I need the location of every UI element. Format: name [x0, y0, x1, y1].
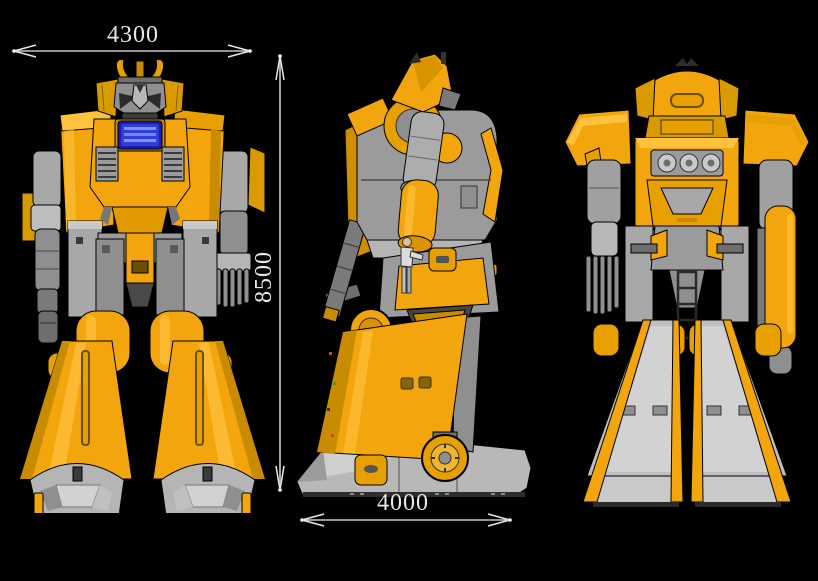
front-pelvis — [95, 232, 185, 316]
arrow-down-icon — [275, 465, 285, 491]
helmet-crest-icon — [116, 58, 132, 80]
dimension-width-label: 4300 — [107, 22, 159, 48]
dimension-height-line — [275, 54, 285, 492]
front-right-foot — [160, 463, 256, 513]
back-head — [634, 58, 740, 121]
back-pelvis — [624, 225, 750, 340]
side-ankle-joint — [421, 431, 469, 482]
eye-left — [119, 93, 136, 109]
back-left-leg — [582, 319, 686, 507]
arrow-left-icon — [301, 513, 325, 527]
chest-grille-right — [161, 146, 185, 182]
front-right-leg — [152, 340, 265, 480]
front-left-foot — [29, 463, 125, 513]
chest-grille-left — [95, 146, 119, 182]
scale-human-figure — [400, 237, 424, 294]
arrow-left-icon — [13, 44, 37, 58]
back-view — [565, 58, 810, 507]
back-right-shoulder — [742, 109, 810, 167]
back-torso — [634, 115, 740, 229]
front-left-arm — [21, 150, 62, 344]
back-ladder — [676, 270, 698, 340]
back-dial-strip — [650, 149, 724, 177]
front-view — [20, 58, 265, 513]
chest-screen — [117, 120, 163, 150]
side-head-crest — [390, 52, 462, 113]
side-foot-panel — [354, 454, 388, 486]
front-left-leg — [20, 340, 133, 480]
foot-base-markings — [350, 493, 505, 495]
side-leg — [316, 313, 482, 461]
back-left-shoulder — [565, 109, 632, 167]
dimension-depth-label: 4000 — [377, 490, 429, 516]
eye-right — [144, 93, 161, 109]
arrow-right-icon — [487, 513, 511, 527]
dimension-width-line — [12, 44, 252, 58]
front-torso — [89, 112, 191, 234]
back-left-arm — [584, 147, 622, 315]
side-view — [296, 52, 532, 497]
dimension-depth-line — [300, 513, 512, 527]
side-rear-arm — [321, 219, 367, 323]
back-right-arm — [756, 159, 797, 375]
arrow-up-icon — [275, 55, 285, 81]
front-right-hand-fingers — [215, 268, 250, 308]
back-right-leg — [688, 319, 792, 507]
front-right-arm — [214, 146, 265, 308]
arrow-right-icon — [227, 44, 251, 58]
back-left-hand-fingers — [585, 255, 620, 315]
